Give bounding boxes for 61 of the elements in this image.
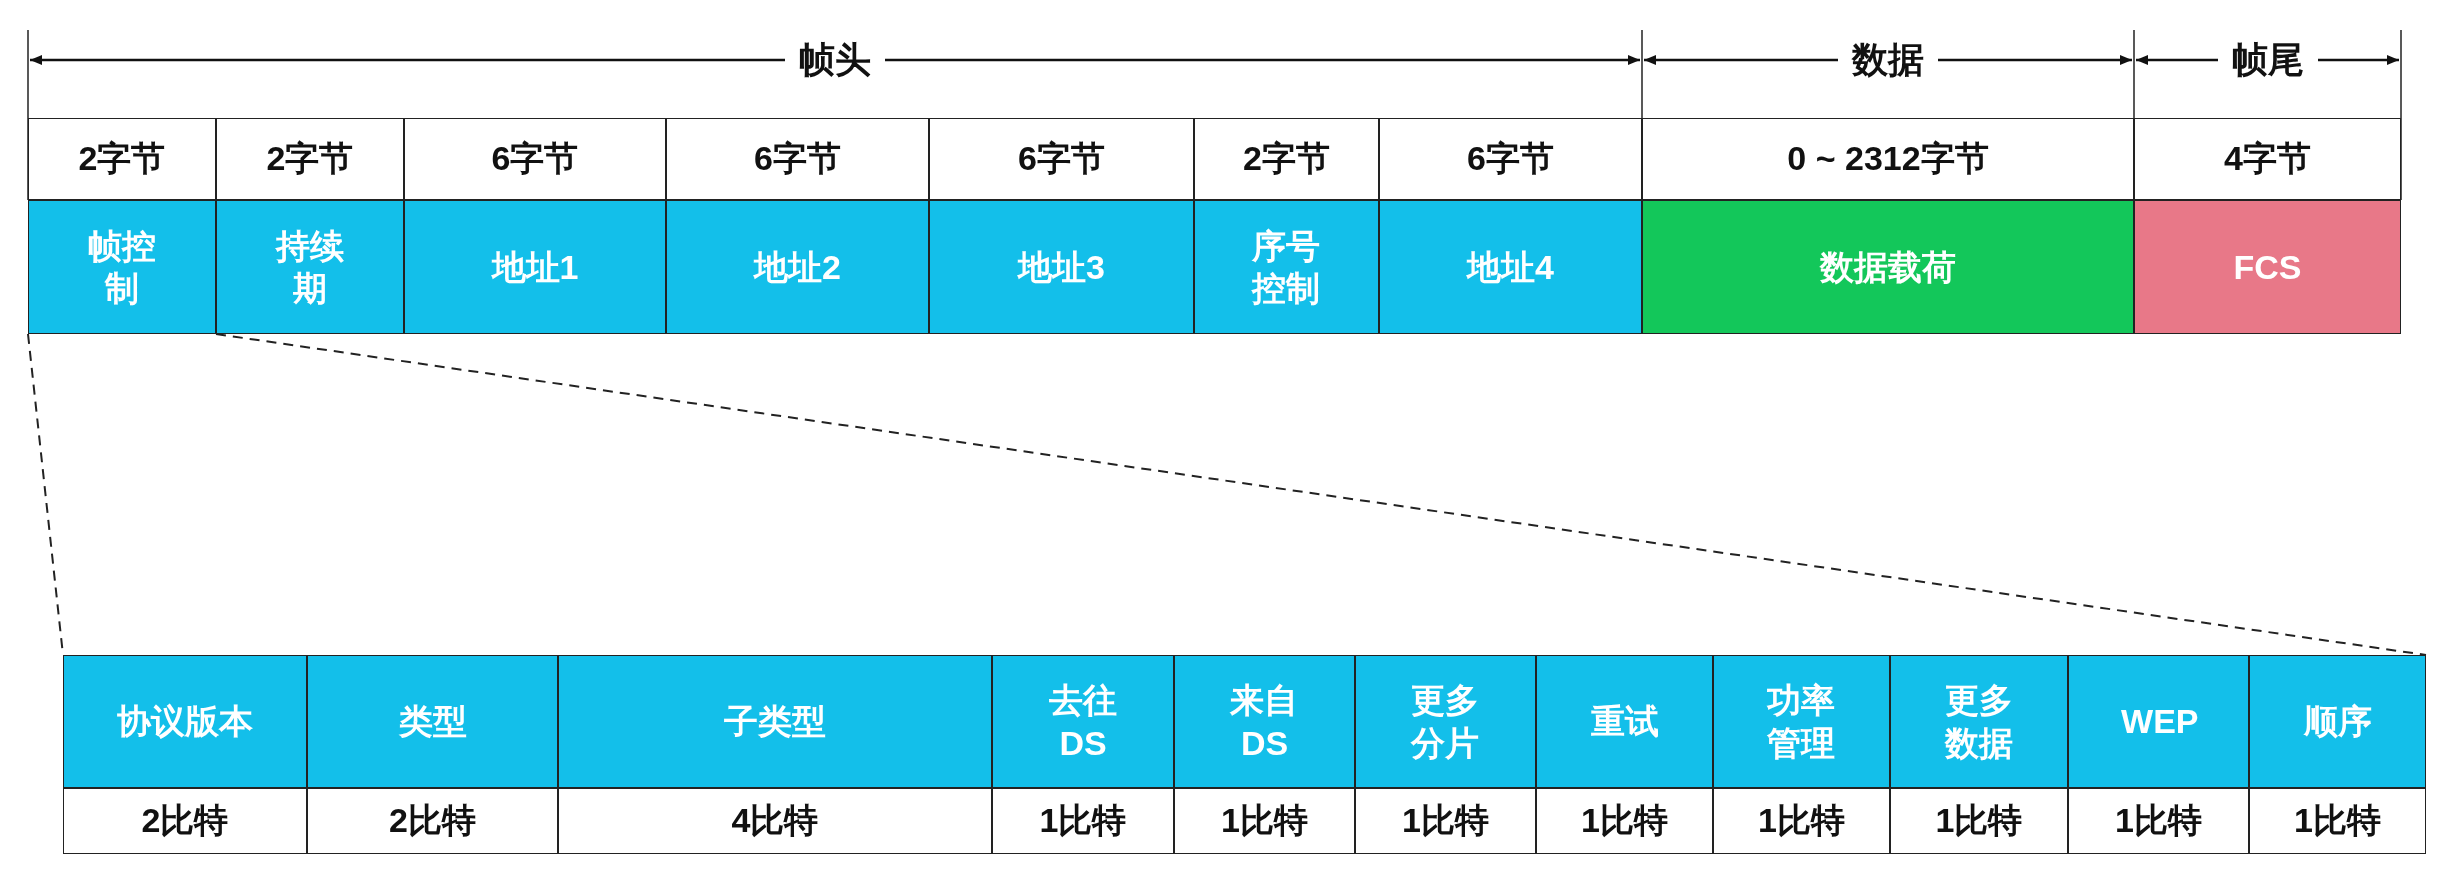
size-cell: 1比特 — [1174, 788, 1355, 854]
size-cell: 1比特 — [992, 788, 1174, 854]
field-name: WEP — [2121, 701, 2196, 743]
size-cell: 4字节 — [2134, 118, 2401, 200]
field-box — [216, 200, 404, 334]
field-box — [929, 200, 1194, 334]
field-name: 更多分片 — [1409, 680, 1481, 764]
size-cell: 6字节 — [404, 118, 666, 200]
size-cell: 2比特 — [63, 788, 307, 854]
field-box — [558, 655, 992, 788]
field-box — [28, 200, 216, 334]
field-name: 地址3 — [1018, 246, 1105, 288]
field-box — [63, 655, 307, 788]
field-box — [2249, 655, 2426, 788]
size-cell: 1比特 — [1890, 788, 2068, 854]
size-cell: 2比特 — [307, 788, 558, 854]
field-name: 顺序 — [2303, 701, 2372, 743]
field-name: 地址1 — [491, 246, 579, 288]
field-box — [1890, 655, 2068, 788]
field-name: 功率管理 — [1766, 680, 1837, 764]
field-name: 去往DS — [1048, 680, 1118, 764]
field-box — [1379, 200, 1642, 334]
size-cell: 6字节 — [929, 118, 1194, 200]
size-cell: 1比特 — [2249, 788, 2426, 854]
field-name: 更多数据 — [1943, 680, 2014, 764]
size-cell: 1比特 — [1355, 788, 1536, 854]
field-name: FCS — [2233, 246, 2302, 288]
size-cell: 1比特 — [1536, 788, 1713, 854]
field-box — [1536, 655, 1713, 788]
field-name: 重试 — [1590, 701, 1659, 743]
field-box — [2068, 655, 2249, 788]
field-name: 地址2 — [754, 246, 841, 288]
field-name: 地址4 — [1467, 246, 1554, 288]
size-cell: 2字节 — [28, 118, 216, 200]
size-cell: 1比特 — [1713, 788, 1890, 854]
field-box — [1174, 655, 1355, 788]
field-name: 子类型 — [724, 701, 826, 743]
field-box — [992, 655, 1174, 788]
field-name: 序号控制 — [1250, 225, 1322, 309]
size-cell: 1比特 — [2068, 788, 2249, 854]
field-box — [1194, 200, 1379, 334]
field-name: 数据载荷 — [1820, 246, 1956, 288]
field-name: 持续期 — [274, 225, 345, 309]
field-box — [2134, 200, 2401, 334]
field-box — [404, 200, 666, 334]
field-name: 协议版本 — [117, 701, 253, 743]
field-box — [307, 655, 558, 788]
size-cell: 6字节 — [666, 118, 929, 200]
field-box — [1642, 200, 2134, 334]
size-cell: 2字节 — [1194, 118, 1379, 200]
size-cell: 2字节 — [216, 118, 404, 200]
size-cell: 6字节 — [1379, 118, 1642, 200]
field-name: 类型 — [398, 701, 467, 743]
leader-line — [215, 333, 2427, 656]
size-cell: 0 ~ 2312字节 — [1642, 118, 2134, 200]
field-name: 帧控制 — [87, 225, 157, 309]
field-name: 来自DS — [1229, 680, 1300, 764]
size-cell: 4比特 — [558, 788, 992, 854]
field-box — [1713, 655, 1890, 788]
field-box — [666, 200, 929, 334]
field-box — [1355, 655, 1536, 788]
